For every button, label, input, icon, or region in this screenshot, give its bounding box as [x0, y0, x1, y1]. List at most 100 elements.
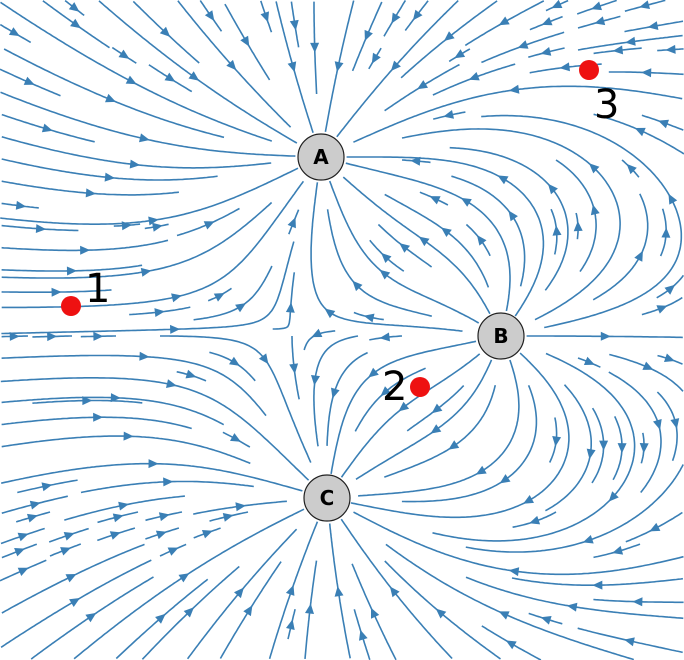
field-arrow [305, 603, 314, 614]
field-line [160, 335, 312, 463]
point-1: 1 [61, 266, 110, 316]
field-arrow [140, 267, 152, 277]
field-arrow [222, 513, 234, 522]
field-arrow [429, 196, 441, 205]
field-arrow [589, 163, 600, 174]
point-3-label: 3 [594, 82, 619, 128]
field-line [186, 528, 298, 660]
field-arrow [155, 613, 166, 624]
field-arrow [104, 172, 115, 182]
field-arrow [118, 501, 129, 511]
field-arrow [552, 436, 562, 447]
field-arrow [591, 1, 602, 11]
field-arrow [448, 440, 460, 450]
field-line [345, 162, 511, 312]
field-line [353, 511, 684, 576]
field-arrow [431, 403, 443, 414]
field-arrow [185, 369, 197, 379]
field-arrow [379, 269, 391, 280]
field-arrow [498, 611, 510, 620]
field-arrow [287, 217, 296, 229]
field-arrow [634, 127, 646, 137]
field-arrow [110, 393, 121, 403]
field-arrow [390, 60, 401, 71]
field-arrow [17, 567, 29, 576]
field-arrow [289, 363, 299, 374]
field-arrow [158, 512, 170, 522]
field-arrow [8, 27, 20, 37]
field-arrow [435, 608, 447, 619]
field-arrow [287, 61, 297, 73]
field-line [3, 48, 225, 139]
point-2-label: 2 [382, 364, 407, 410]
field-arrow [430, 424, 442, 434]
field-arrow [649, 522, 661, 532]
charge-b-label: B [493, 324, 508, 348]
field-arrow [612, 45, 624, 55]
field-arrow [324, 308, 336, 319]
field-arrow [41, 482, 53, 492]
charge-a-circle [297, 133, 345, 181]
charge-b: B [477, 312, 525, 360]
field-arrow [121, 221, 132, 231]
field-arrow [154, 308, 165, 317]
field-arrow [573, 221, 583, 232]
field-arrow [476, 235, 487, 246]
field-line [346, 156, 545, 317]
field-arrow [167, 547, 179, 556]
field-arrow [286, 619, 295, 630]
field-arrow [548, 183, 558, 195]
field-arrow [625, 36, 636, 46]
field-arrow [234, 587, 244, 599]
field-arrow [68, 2, 80, 12]
field-arrow [14, 548, 25, 557]
field-arrow [65, 574, 77, 583]
field-arrow [15, 200, 27, 210]
field-line [340, 518, 453, 660]
field-arrow [497, 175, 509, 185]
field-arrow [93, 412, 104, 422]
field-arrow [82, 396, 93, 406]
field-arrow [389, 586, 400, 598]
field-arrow [213, 293, 225, 302]
field-arrow [443, 110, 454, 119]
field-arrow [608, 491, 619, 502]
field-arrow [364, 29, 373, 41]
charge-a-label: A [313, 145, 329, 169]
field-arrow [664, 284, 676, 295]
charge-c: C [303, 474, 351, 522]
field-arrow [352, 280, 363, 292]
field-arrow [51, 287, 62, 297]
point-3: 3 [579, 60, 619, 128]
field-arrow [498, 16, 510, 26]
field-arrow [85, 188, 96, 198]
field-arrow [418, 236, 430, 247]
field-arrow [159, 26, 171, 37]
field-arrow [505, 640, 517, 650]
field-line [0, 167, 299, 225]
field-arrow [371, 607, 380, 619]
field-arrow [670, 418, 680, 429]
field-arrow [188, 71, 200, 81]
field-arrow [235, 502, 246, 512]
field-arrow [529, 515, 541, 525]
field-arrow [647, 21, 659, 30]
field-arrow [639, 0, 650, 10]
field-arrow [412, 9, 423, 21]
field-arrow [653, 419, 662, 430]
field-line [193, 265, 273, 321]
field-arrow [243, 605, 253, 617]
field-arrow [17, 532, 29, 542]
field-arrow [311, 375, 320, 386]
field-arrow [523, 495, 534, 504]
field-arrow [9, 332, 20, 341]
field-arrow [148, 459, 159, 469]
field-arrow [155, 530, 167, 540]
field-arrow [586, 448, 596, 460]
field-arrow [668, 193, 678, 205]
field-arrow [624, 637, 635, 647]
field-line [353, 85, 683, 143]
field-arrow [398, 401, 410, 412]
field-arrow [70, 18, 81, 29]
